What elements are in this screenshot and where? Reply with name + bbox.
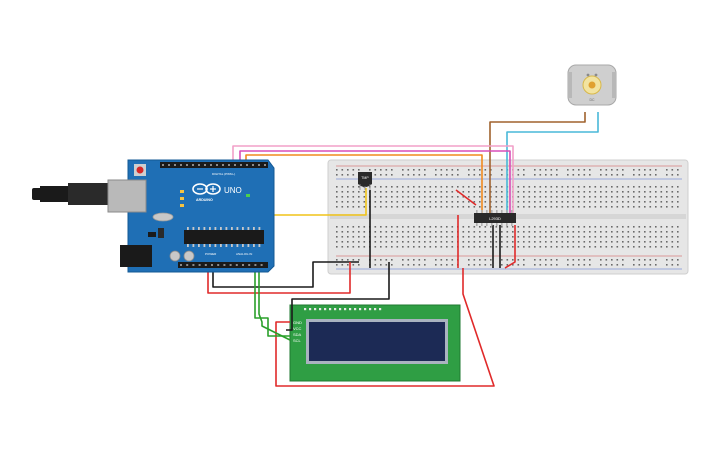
digital-header[interactable] [160, 162, 268, 168]
lcd-module[interactable]: GND VCC SDA SCL [289, 304, 461, 382]
dc-motor[interactable]: DC [567, 64, 617, 106]
board-brand-label: ARDUINO [196, 198, 213, 202]
lcd-pin-vcc: VCC [293, 326, 302, 331]
analog-header-label: ANALOG IN [236, 252, 252, 256]
motor-driver-chip[interactable]: L293D [474, 210, 516, 226]
lcd-pin-labels: GND VCC SDA SCL [293, 320, 302, 343]
usb-port [107, 179, 147, 213]
lcd-pin-scl: SCL [293, 338, 302, 343]
power-analog-header[interactable] [178, 262, 268, 268]
wire-magenta [239, 150, 511, 215]
wire-red-4 [504, 225, 516, 269]
driver-chip-label: L293D [489, 216, 501, 221]
wire-red-5 [275, 268, 495, 387]
wire-pink [232, 145, 514, 215]
power-header-label: POWER [205, 252, 217, 256]
usb-cable [40, 186, 70, 202]
microcontroller-chip [184, 230, 264, 244]
wire-orange [245, 154, 483, 215]
digital-header-label: DIGITAL (PWM~) [212, 172, 235, 176]
arduino-logo [192, 183, 221, 195]
usb-cable-end [32, 188, 42, 200]
wire-cyan [506, 112, 599, 215]
driver-chip-pins [476, 210, 513, 226]
lcd-screen [309, 322, 445, 361]
wire-black-1 [212, 258, 359, 288]
power-jack [120, 245, 152, 267]
lcd-pin-sda: SDA [293, 332, 302, 337]
lcd-header-pins [304, 308, 382, 311]
wires [207, 112, 599, 387]
motor-label: DC [589, 98, 595, 102]
wire-black-3 [286, 262, 390, 331]
wire-green-2 [258, 268, 291, 341]
temperature-sensor[interactable]: TMP [358, 172, 372, 190]
usb-plug [68, 183, 110, 205]
breadboard-holes [336, 169, 679, 266]
wire-red-1 [207, 258, 351, 294]
wire-red-2 [455, 189, 477, 206]
board-model-label: UNO [224, 186, 242, 195]
arduino-uno-board[interactable]: UNO ARDUINO DIGITAL (PWM~) POWER ANALOG … [32, 159, 275, 273]
wire-green-1 [254, 268, 290, 337]
sensor-label: TMP [361, 176, 369, 180]
wire-brown [489, 112, 586, 215]
lcd-pin-gnd: GND [293, 320, 302, 325]
